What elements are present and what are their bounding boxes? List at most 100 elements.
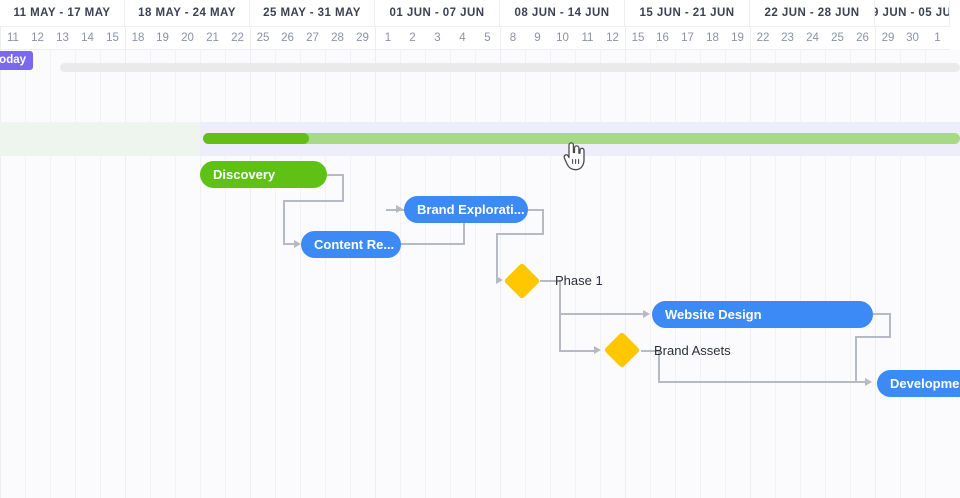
day-header-cell: 11 [0,27,25,50]
grid-line [750,50,751,498]
connector-phase1-assets [559,350,595,352]
grid-line [900,50,901,498]
grid-line [0,50,1,498]
milestone-brand-assets[interactable] [603,331,641,369]
day-header-label: 12 [606,32,619,44]
day-header-label: 30 [906,32,919,44]
project-summary-bar[interactable] [203,133,960,144]
task-bar-development[interactable]: Development [877,370,960,397]
grid-line [125,50,126,498]
grid-line [375,50,376,498]
day-header-label: 5 [484,32,491,44]
day-header-cell: 27 [300,27,325,50]
day-header-cell: 25 [250,27,275,50]
grid-line [75,50,76,498]
connector-phase1-website [559,313,644,315]
week-header-label: 11 MAY - 17 MAY [13,7,111,19]
day-header-label: 22 [231,32,244,44]
day-header-label: 20 [181,32,194,44]
connector-discovery-content [283,200,285,245]
connector-discovery-content [283,200,344,202]
week-header-label: 25 MAY - 31 MAY [263,7,361,19]
task-bar-discovery[interactable]: Discovery [200,161,327,188]
day-header-label: 10 [556,32,569,44]
milestone-label-phase-1: Phase 1 [555,273,603,288]
grid-line [350,50,351,498]
day-header-cell: 13 [50,27,75,50]
day-header-cell: 29 [350,27,375,50]
day-header-label: 11 [581,32,594,44]
day-header-cell: 2 [400,27,425,50]
connector-content-brand [463,210,465,245]
day-header-cell: 28 [325,27,350,50]
day-header-label: 11 [7,32,19,44]
week-header-label: 08 JUN - 14 JUN [514,7,610,19]
connector-content-brand-in [386,209,398,211]
week-header-cell: 11 MAY - 17 MAY [0,0,125,27]
milestone-phase-1[interactable] [503,262,541,300]
timeline-grid [0,50,960,498]
connector-arrow-dev [865,378,872,386]
day-header-label: 1 [384,32,392,44]
grid-line [275,50,276,498]
connector-arrow-website [643,310,650,318]
connector-assets-dev [650,350,661,352]
day-header-label: 29 [881,32,895,44]
week-header-label: 18 MAY - 24 MAY [138,7,236,19]
week-header-row: 11 MAY - 17 MAY 18 MAY - 24 MAY 25 MAY - 3… [0,0,960,27]
milestone-label-leader [641,350,654,352]
day-header-cell: 29 [875,27,900,50]
connector-brand-phase1 [542,209,544,235]
grid-line [50,50,51,498]
summary-row-band [0,122,200,156]
grid-line [675,50,676,498]
day-header-label: 23 [781,32,794,44]
collapsed-summary-bar[interactable] [60,63,960,72]
day-header-cell: 8 [500,27,525,50]
milestone-label-brand-assets: Brand Assets [654,343,731,358]
day-header-cell: 22 [225,27,250,50]
connector-assets-dev [658,350,660,383]
day-header-cell: 26 [275,27,300,50]
day-header-label: 19 [731,32,744,44]
day-header-label: 15 [106,32,119,44]
day-header-cell: 12 [600,27,625,50]
day-header-cell: 15 [625,27,650,50]
day-header-cell: 18 [700,27,725,50]
day-header-label: 16 [656,32,669,44]
task-bar-brand-exploration[interactable]: Brand Explorati... [404,196,528,223]
grid-line [400,50,401,498]
task-bar-content-research[interactable]: Content Re... [301,231,401,258]
week-header-cell: 08 JUN - 14 JUN [500,0,625,27]
day-header-label: 21 [206,32,219,44]
day-header-label: 22 [756,32,770,44]
grid-line [600,50,601,498]
today-marker-badge[interactable]: Today [0,51,34,70]
day-header-cell: 25 [825,27,850,50]
week-header-label: 29 JUN - 05 JUL [875,7,949,19]
day-header-label: 15 [631,32,645,44]
grid-line [775,50,776,498]
day-header-label: 2 [409,32,416,44]
week-header-cell: 18 MAY - 24 MAY [125,0,250,27]
connector-arrow-assets [594,346,601,354]
task-label-discovery: Discovery [213,167,276,182]
day-header-label: 12 [31,32,44,44]
day-header-cell: 26 [850,27,875,50]
task-bar-website-design[interactable]: Website Design [652,301,873,328]
grid-line [575,50,576,498]
week-header-cell: 22 JUN - 28 JUN [750,0,875,27]
connector-content-brand [401,243,465,245]
day-header-cell: 1 [925,27,950,50]
timeline-header: 11 MAY - 17 MAY 18 MAY - 24 MAY 25 MAY - 3… [0,0,960,50]
grid-line [100,50,101,498]
connector-website-dev [855,336,891,338]
grid-line [625,50,626,498]
day-header-label: 26 [856,32,869,44]
grid-line [300,50,301,498]
grid-line [700,50,701,498]
day-header-label: 27 [306,32,319,44]
grid-line [25,50,26,498]
day-header-cell: 19 [150,27,175,50]
